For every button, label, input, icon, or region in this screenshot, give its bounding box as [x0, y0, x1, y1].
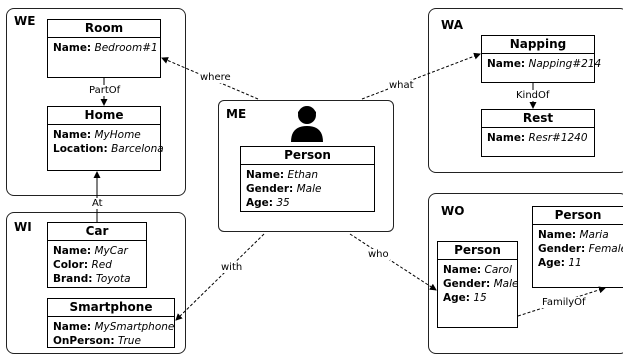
entity-title: Room — [48, 20, 160, 38]
field-key: Name: — [53, 129, 92, 141]
field-value: Red — [91, 259, 112, 271]
field-key: Brand: — [53, 273, 93, 285]
field-key: OnPerson: — [53, 335, 115, 347]
entity-title: Rest — [482, 110, 594, 128]
field-key: Name: — [53, 245, 92, 257]
field-value: Carol — [484, 264, 512, 276]
field-value: Male — [493, 278, 519, 290]
field-key: Age: — [246, 197, 273, 209]
entity-napping: Napping Name: Napping#214 — [481, 35, 601, 83]
entity-title: Smartphone — [48, 299, 174, 317]
edge-label-at: At — [91, 198, 104, 209]
field-value: 35 — [276, 197, 290, 209]
field-value: MySmartphone — [94, 321, 175, 333]
field-key: Name: — [246, 169, 285, 181]
entity-person-ethan: Person Name: Ethan Gender: Male Age: 35 — [240, 146, 375, 212]
field-key: Name: — [53, 321, 92, 333]
field-key: Age: — [443, 292, 470, 304]
field-value: Bedroom#1 — [94, 42, 158, 54]
edge-label-with: with — [220, 262, 244, 273]
field-value: Male — [296, 183, 322, 195]
panel-me-label: ME — [226, 107, 247, 121]
panel-we-label: WE — [14, 14, 36, 28]
field-key: Gender: — [538, 243, 586, 255]
entity-room: Room Name: Bedroom#1 — [47, 19, 161, 78]
edge-label-what: what — [388, 80, 415, 91]
field-key: Name: — [487, 132, 526, 144]
panel-wa-label: WA — [441, 18, 463, 32]
entity-title: Person — [241, 147, 374, 165]
field-key: Name: — [53, 42, 92, 54]
entity-person-carol: Person Name: Carol Gender: Male Age: 15 — [437, 241, 518, 328]
field-value: MyCar — [94, 245, 128, 257]
field-value: Female — [588, 243, 623, 255]
field-key: Age: — [538, 257, 565, 269]
field-value: True — [117, 335, 141, 347]
edge-label-partof: PartOf — [88, 85, 122, 96]
entity-car: Car Name: MyCar Color: Red Brand: Toyota — [47, 222, 147, 288]
entity-title: Person — [533, 207, 623, 225]
field-value: Toyota — [95, 273, 131, 285]
edge-label-who: who — [367, 249, 390, 260]
edge-what — [361, 52, 481, 100]
field-key: Gender: — [246, 183, 294, 195]
edge-who — [349, 233, 437, 291]
entity-home: Home Name: MyHome Location: Barcelona — [47, 106, 164, 171]
field-key: Name: — [443, 264, 482, 276]
entity-title: Napping — [482, 36, 594, 54]
entity-title: Home — [48, 107, 160, 125]
edge-label-familyof: FamilyOf — [541, 297, 587, 308]
field-value: Barcelona — [111, 143, 164, 155]
field-value: MyHome — [94, 129, 141, 141]
field-key: Gender: — [443, 278, 491, 290]
field-value: 11 — [568, 257, 582, 269]
edge-label-kindof: KindOf — [515, 90, 551, 101]
edge-with — [175, 233, 265, 321]
entity-person-maria: Person Name: Maria Gender: Female Age: 1… — [532, 206, 623, 288]
field-key: Color: — [53, 259, 89, 271]
field-value: 15 — [473, 292, 487, 304]
field-key: Name: — [487, 58, 526, 70]
field-value: Resr#1240 — [528, 132, 588, 144]
entity-title: Person — [438, 242, 517, 260]
person-icon — [291, 106, 323, 142]
field-value: Ethan — [287, 169, 318, 181]
field-key: Location: — [53, 143, 108, 155]
field-value: Maria — [579, 229, 609, 241]
panel-wi-label: WI — [14, 220, 32, 234]
entity-rest: Rest Name: Resr#1240 — [481, 109, 595, 157]
field-value: Napping#214 — [528, 58, 602, 70]
entity-smartphone: Smartphone Name: MySmartphone OnPerson: … — [47, 298, 175, 348]
field-key: Name: — [538, 229, 577, 241]
panel-wo-label: WO — [441, 204, 465, 218]
entity-title: Car — [48, 223, 146, 241]
edge-label-where: where — [199, 72, 232, 83]
